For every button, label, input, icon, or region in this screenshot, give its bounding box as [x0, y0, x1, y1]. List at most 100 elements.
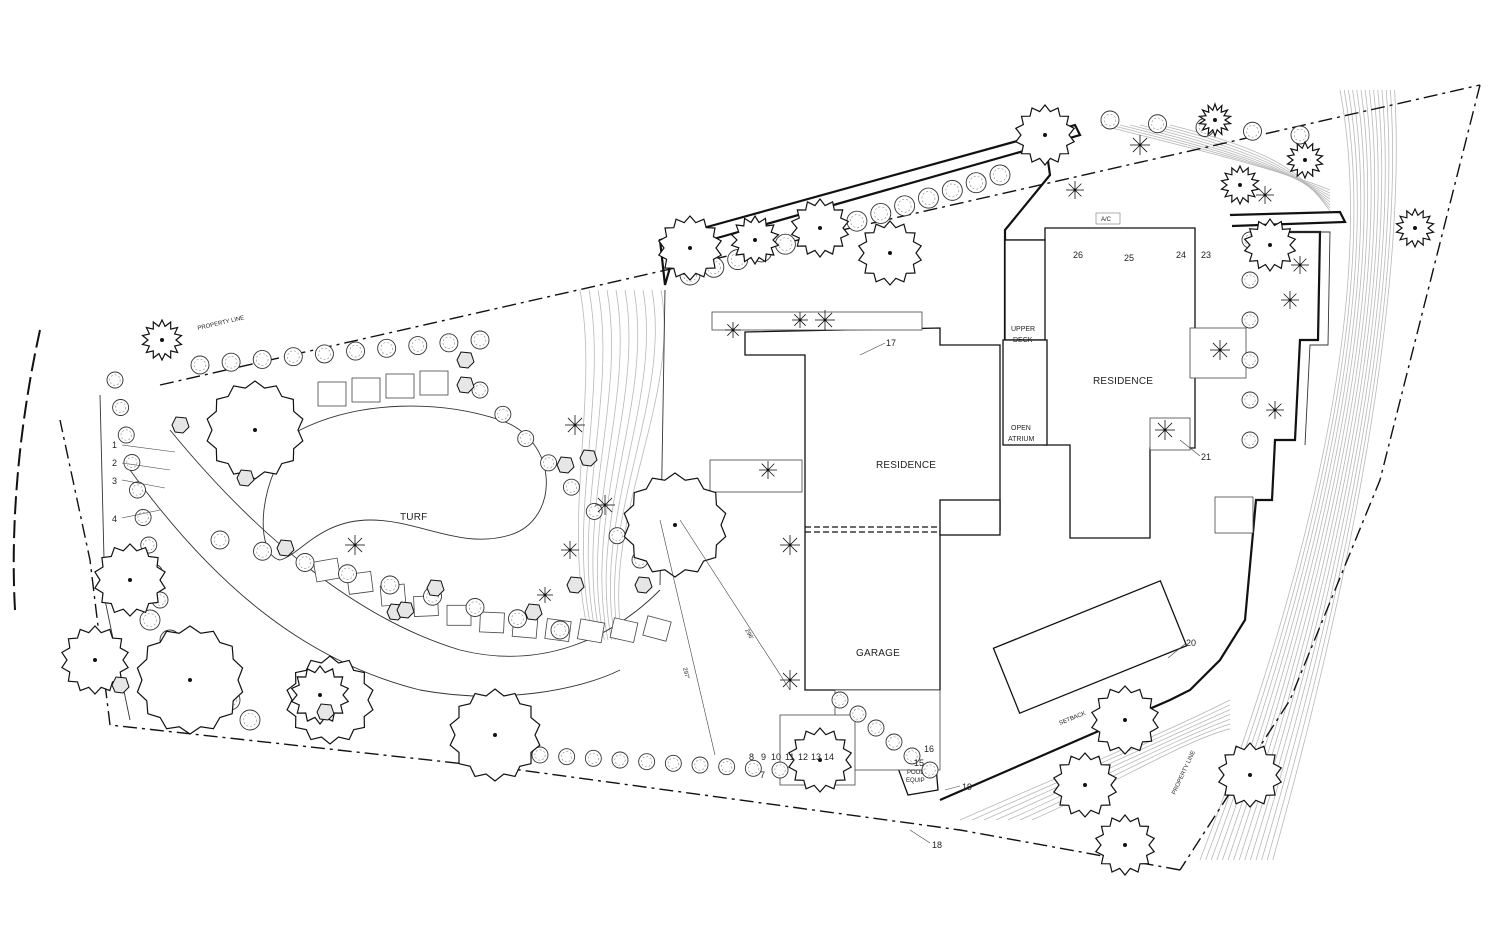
- upper-deck-label-2: DECK: [1013, 337, 1033, 344]
- shrub-inner: [132, 484, 144, 496]
- shrub-inner: [143, 539, 155, 551]
- shrub-inner: [870, 722, 882, 734]
- shrub: [584, 749, 602, 767]
- palm-frond: [1299, 258, 1307, 266]
- shrub: [112, 399, 130, 416]
- shrub: [531, 746, 549, 764]
- palm-frond: [567, 417, 576, 426]
- palm-frond: [1299, 264, 1307, 272]
- shrub-inner: [553, 623, 567, 637]
- palm-frond: [1258, 194, 1266, 202]
- property-line-nw-label: PROPERTY LINE: [197, 315, 245, 332]
- tree-trunk: [818, 758, 822, 762]
- keynote-4: 4: [112, 514, 117, 524]
- stepping-stone: [479, 611, 505, 634]
- dim-297-label: 297': [681, 667, 690, 679]
- shrub-inner: [588, 505, 600, 517]
- palm-frond: [817, 319, 826, 328]
- shrub: [295, 553, 315, 572]
- shrub-inner: [383, 578, 397, 592]
- shrub: [846, 210, 868, 232]
- palm-frond: [824, 319, 833, 328]
- shrub-inner: [694, 759, 706, 771]
- shrub: [638, 753, 656, 771]
- shrub-inner: [945, 183, 960, 198]
- tree-trunk: [1043, 133, 1047, 137]
- shrub-inner: [667, 757, 679, 769]
- upper-deck: [1004, 239, 1046, 341]
- palm-frond: [782, 679, 791, 688]
- contour-line: [1007, 718, 1231, 821]
- palm-frond: [1212, 342, 1221, 351]
- shrub: [941, 179, 963, 201]
- contour-line: [1255, 89, 1386, 861]
- shrub-inner: [497, 408, 509, 420]
- boulder: [524, 603, 543, 621]
- palm-frond: [1164, 422, 1173, 431]
- pool-equip-label-1: POOL: [907, 770, 924, 776]
- palm-frond: [1139, 137, 1148, 146]
- boulder: [579, 449, 598, 467]
- keynote-9: 9: [761, 752, 766, 762]
- palm-frond: [354, 544, 363, 553]
- palm-frond: [1068, 189, 1076, 197]
- palm-frond: [1293, 264, 1301, 272]
- stepping-stones: [312, 557, 672, 644]
- palm-center: [731, 328, 735, 332]
- shrub-inner: [213, 533, 227, 547]
- contour-line: [1250, 89, 1383, 861]
- buildings: [744, 212, 1196, 796]
- keynote-12: 12: [798, 752, 808, 762]
- shrub: [831, 691, 849, 709]
- shrub: [117, 426, 135, 444]
- shrub-inner: [614, 754, 626, 766]
- shrub: [918, 187, 939, 209]
- open-atrium: [1002, 339, 1048, 446]
- tree-trunk: [1303, 158, 1307, 162]
- palm-center: [1163, 428, 1167, 432]
- keynote-16: 16: [924, 744, 934, 754]
- shrub-inner: [473, 333, 487, 347]
- contour-line: [1199, 89, 1351, 861]
- palm-frond: [1164, 429, 1173, 438]
- keynote-25: 25: [1124, 253, 1134, 263]
- palm-center: [1263, 193, 1267, 197]
- shrub-inner: [256, 545, 269, 558]
- shrub: [585, 502, 603, 520]
- shrub: [1241, 351, 1259, 369]
- palm-frond: [767, 469, 775, 477]
- tree-trunk: [93, 658, 97, 662]
- shrub-inner: [561, 751, 573, 763]
- boulder: [171, 416, 190, 434]
- tree-trunk: [1123, 718, 1127, 722]
- open-atrium-label-1: OPEN: [1011, 425, 1031, 432]
- contour-line: [1139, 124, 1331, 203]
- shrub-inner: [924, 764, 936, 776]
- boulder: [456, 351, 475, 369]
- shrub-inner: [993, 168, 1007, 182]
- palm-center: [766, 468, 770, 472]
- contour-line: [1272, 89, 1397, 861]
- shrub-inner: [154, 594, 166, 606]
- shrub: [221, 352, 241, 372]
- shrub: [408, 336, 428, 356]
- keynote-17: 17: [886, 338, 896, 348]
- palm-frond: [1274, 403, 1282, 411]
- boulders: [111, 351, 653, 721]
- palm-center: [798, 318, 802, 322]
- shrub-inner: [120, 429, 132, 441]
- boulder: [236, 469, 255, 487]
- shrub-inner: [897, 198, 912, 213]
- shrub: [540, 454, 558, 472]
- boulder: [426, 579, 445, 597]
- residence-east-label: RESIDENCE: [1093, 376, 1153, 387]
- shrub-inner: [411, 339, 424, 352]
- contour-line: [995, 714, 1231, 821]
- palm-center: [1218, 348, 1222, 352]
- stepping-stone: [312, 557, 342, 583]
- keynote-8: 8: [749, 752, 754, 762]
- palm-frond: [1157, 429, 1166, 438]
- shrub: [134, 509, 152, 526]
- shrub: [1100, 110, 1120, 130]
